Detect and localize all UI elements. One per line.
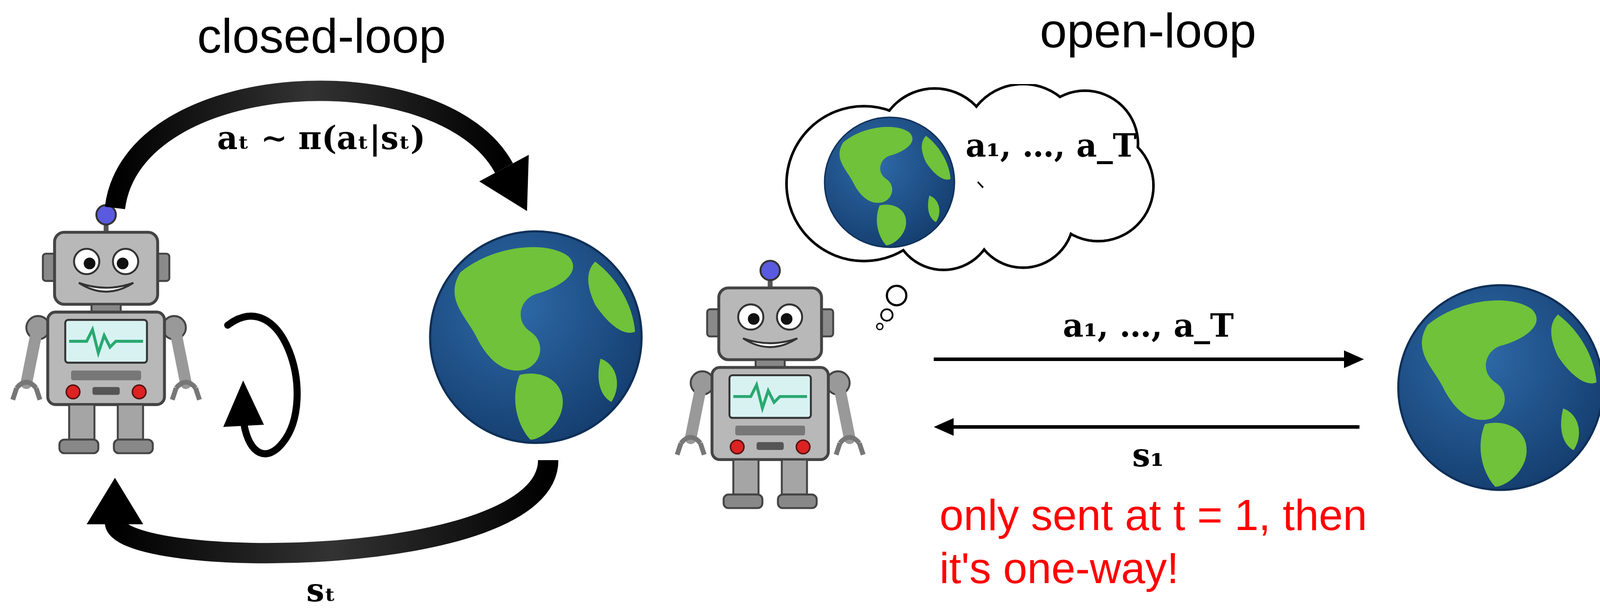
action-arrow	[114, 90, 505, 208]
thought-bubble	[881, 309, 893, 321]
title-text: open-loop	[1039, 0, 1257, 61]
robot-figure	[677, 260, 864, 508]
policy-label: aₜ ∼ π(aₜ|sₜ)	[217, 118, 426, 158]
arrow-head	[223, 380, 264, 427]
arrow-head	[86, 477, 144, 524]
cloud-label: a₁, …, a_T	[965, 126, 1137, 165]
note-text: only sent at t = 1, then it's one-way!	[939, 488, 1373, 595]
state-label: s₁	[1132, 435, 1165, 475]
arrow-head	[479, 154, 529, 211]
thought-cloud: a₁, …, a_T	[775, 84, 1165, 275]
thought-bubble	[876, 323, 883, 330]
state-label: sₜ	[306, 570, 337, 610]
globe-figure	[1398, 285, 1600, 490]
globe-figure	[430, 231, 642, 443]
thought-bubble	[886, 285, 907, 306]
arrow-head	[1344, 350, 1364, 368]
robot-figure	[12, 204, 200, 453]
arrow-head	[933, 417, 954, 436]
globe-figure	[824, 117, 955, 248]
action-label: a₁, …, a_T	[1062, 305, 1234, 345]
state-arrow	[114, 459, 549, 553]
cloud-outline	[775, 84, 1165, 275]
state-arrow	[951, 424, 1360, 429]
action-arrow	[933, 357, 1347, 361]
loop-line	[227, 315, 298, 454]
title-text: closed-loop	[197, 6, 447, 66]
